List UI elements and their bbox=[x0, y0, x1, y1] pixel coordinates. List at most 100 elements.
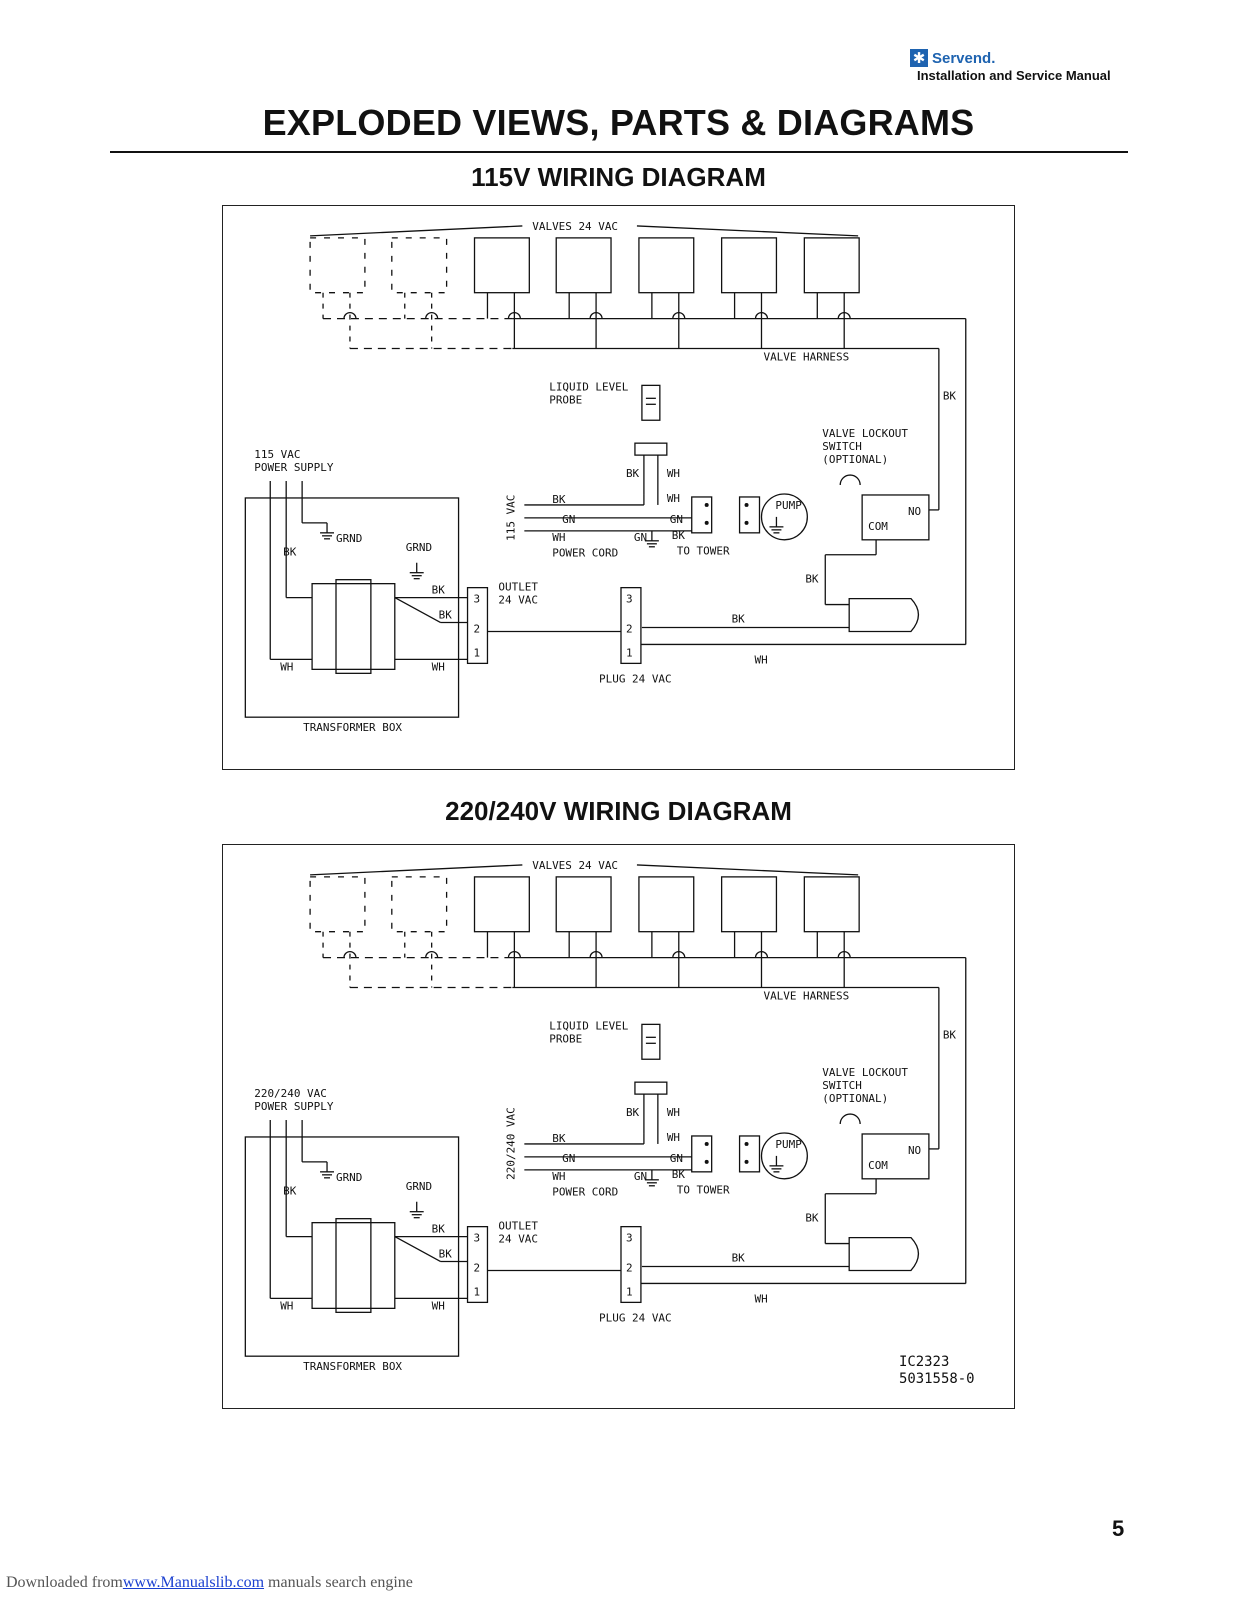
connector-pin bbox=[744, 1141, 749, 1146]
valves-bracket bbox=[636, 864, 859, 876]
outlet-24vac bbox=[466, 586, 489, 665]
wire-label-wh: WH bbox=[755, 1292, 768, 1305]
grnd-label: GRND bbox=[336, 532, 362, 545]
valve bbox=[555, 237, 612, 294]
wire-label-wh: WH bbox=[755, 653, 768, 666]
wire-label-wh: WH bbox=[667, 492, 680, 505]
transformer-core bbox=[335, 579, 372, 674]
pin-3: 3 bbox=[626, 1232, 633, 1245]
valve bbox=[720, 237, 778, 294]
supply-label: POWER SUPPLY bbox=[254, 461, 334, 474]
switch-label: SWITCH bbox=[822, 440, 862, 453]
optional-valve bbox=[391, 237, 448, 294]
secondary-wire-bk bbox=[394, 597, 441, 624]
wire-label-wh: WH bbox=[432, 660, 445, 673]
pin-2: 2 bbox=[626, 622, 633, 635]
switch-label: (OPTIONAL) bbox=[822, 1092, 888, 1105]
valve-harness-label: VALVE HARNESS bbox=[763, 989, 849, 1002]
probe-label: PROBE bbox=[549, 393, 582, 406]
wire-label-bk: BK bbox=[943, 389, 957, 402]
pump-connector bbox=[738, 496, 761, 534]
dispense-solenoid bbox=[848, 1236, 920, 1272]
valve bbox=[555, 876, 612, 933]
dispense-solenoid bbox=[848, 597, 920, 633]
wire-label-wh: WH bbox=[667, 1106, 680, 1119]
outlet-label: OUTLET bbox=[498, 1220, 538, 1233]
power-cord-label: POWER CORD bbox=[552, 1186, 618, 1199]
wire-crossover bbox=[754, 311, 769, 319]
brand-logo: ✱ Servend. bbox=[910, 48, 1110, 68]
diagram-title-220v: 220/240V WIRING DIAGRAM bbox=[445, 796, 792, 826]
diagram-title-115v: 115V WIRING DIAGRAM bbox=[471, 162, 766, 192]
probe-connector bbox=[634, 442, 668, 456]
pin-3: 3 bbox=[626, 593, 633, 606]
wire-crossover bbox=[425, 950, 439, 958]
transformer-box-label: TRANSFORMER BOX bbox=[303, 1360, 402, 1373]
wire-label-bk: BK bbox=[432, 1223, 446, 1236]
valve-harness-label: VALVE HARNESS bbox=[763, 350, 849, 363]
pin-2: 2 bbox=[474, 622, 481, 635]
optional-valve bbox=[309, 876, 366, 933]
pin-2: 2 bbox=[626, 1261, 633, 1274]
valves-label: VALVES 24 VAC bbox=[532, 859, 618, 872]
wire-label-bk: BK bbox=[439, 609, 453, 622]
grnd-label: GRND bbox=[406, 1180, 432, 1193]
to-tower-label: TO TOWER bbox=[677, 1184, 730, 1197]
page-number: 5 bbox=[1112, 1516, 1125, 1541]
valve bbox=[803, 237, 860, 294]
to-tower-label: TO TOWER bbox=[677, 545, 730, 558]
part-number: 5031558-0 bbox=[899, 1371, 975, 1387]
wire-label-bk: BK bbox=[626, 1106, 640, 1119]
cord-voltage-label: 115 VAC bbox=[504, 495, 517, 541]
wire-label-bk: BK bbox=[283, 1185, 297, 1198]
wire-label-bk: BK bbox=[672, 1168, 686, 1181]
manualslib-link[interactable]: www.Manualslib.com bbox=[122, 1574, 265, 1591]
valve bbox=[720, 876, 778, 933]
drawing-id: IC2323 bbox=[899, 1354, 949, 1370]
pin-1: 1 bbox=[474, 1285, 481, 1298]
switch-label: SWITCH bbox=[822, 1079, 862, 1092]
valve-lockout-switch bbox=[861, 1133, 930, 1180]
probe-connector bbox=[634, 1081, 668, 1095]
switch-no-label: NO bbox=[908, 505, 921, 518]
snowflake-icon: ✱ bbox=[910, 49, 928, 67]
transformer bbox=[311, 1222, 396, 1310]
wire-label-wh: WH bbox=[432, 1299, 445, 1312]
wire-crossover bbox=[507, 950, 521, 958]
switch-com-label: COM bbox=[868, 520, 888, 533]
valve bbox=[638, 876, 695, 933]
wire-label-bk: BK bbox=[672, 529, 686, 542]
wire-crossover bbox=[672, 311, 686, 319]
pump-connector bbox=[738, 1135, 761, 1173]
wire-label-gn: GN bbox=[634, 1170, 647, 1183]
connector-pin bbox=[744, 520, 749, 525]
optional-valve bbox=[391, 876, 448, 933]
outlet-label: 24 VAC bbox=[498, 594, 538, 607]
grnd-label: GRND bbox=[406, 541, 432, 554]
pin-3: 3 bbox=[474, 593, 481, 606]
wire-label-wh: WH bbox=[667, 467, 680, 480]
switch-com-label: COM bbox=[868, 1159, 888, 1172]
wire-label-bk: BK bbox=[732, 1252, 746, 1265]
wire-label-wh: WH bbox=[667, 1131, 680, 1144]
probe-label: PROBE bbox=[549, 1032, 582, 1045]
switch-actuator-icon bbox=[839, 474, 861, 486]
transformer-box bbox=[244, 1136, 460, 1357]
switch-no-label: NO bbox=[908, 1144, 921, 1157]
switch-label: VALVE LOCKOUT bbox=[822, 427, 908, 440]
wire-crossover bbox=[589, 950, 603, 958]
wire-label-bk: BK bbox=[552, 1132, 566, 1145]
connector-pin bbox=[704, 1141, 709, 1146]
optional-valve bbox=[309, 237, 366, 294]
wire-crossover bbox=[425, 311, 439, 319]
wire-label-wh: WH bbox=[552, 1170, 565, 1183]
connector-pin bbox=[704, 520, 709, 525]
wire-label-bk: BK bbox=[626, 467, 640, 480]
transformer-box bbox=[244, 497, 460, 718]
switch-label: (OPTIONAL) bbox=[822, 453, 888, 466]
wire-crossover bbox=[837, 950, 851, 958]
